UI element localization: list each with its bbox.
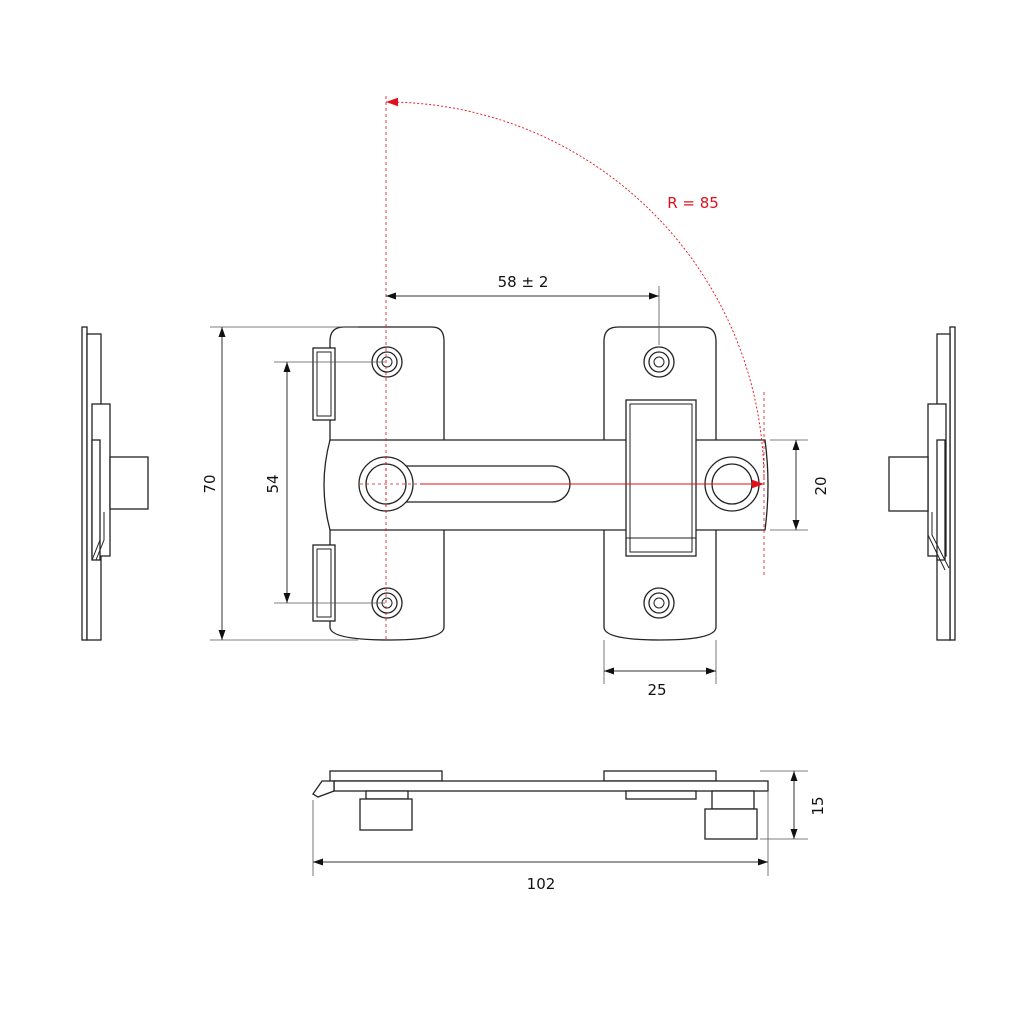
right-side-view (888, 326, 956, 641)
dim-travel-label: 58 ± 2 (498, 273, 549, 291)
dimension-lines (210, 286, 808, 684)
bottom-view (312, 770, 769, 840)
screw-hole-icon (643, 587, 675, 619)
screw-hole-icon (371, 346, 403, 378)
left-tab-bottom (312, 544, 336, 622)
dim-depth-label: 15 (809, 796, 827, 815)
dim-length-label: 102 (527, 875, 556, 893)
dim-height-label: 70 (201, 474, 219, 493)
dim-bar-width-label: 20 (812, 476, 830, 495)
bar-profile (333, 780, 769, 792)
dim-hole-spacing-label: 54 (264, 474, 282, 493)
dim-plate-width-label: 25 (647, 681, 666, 699)
screw-hole-icon (371, 587, 403, 619)
left-side-view (81, 326, 149, 641)
screw-hole-icon (643, 346, 675, 378)
keeper-bracket (625, 399, 697, 557)
left-tab-top (312, 347, 336, 421)
front-view (312, 326, 769, 641)
motion-indicator (360, 96, 765, 640)
dim-radius-label: R = 85 (667, 194, 719, 212)
bottom-dimension-lines (312, 770, 808, 876)
